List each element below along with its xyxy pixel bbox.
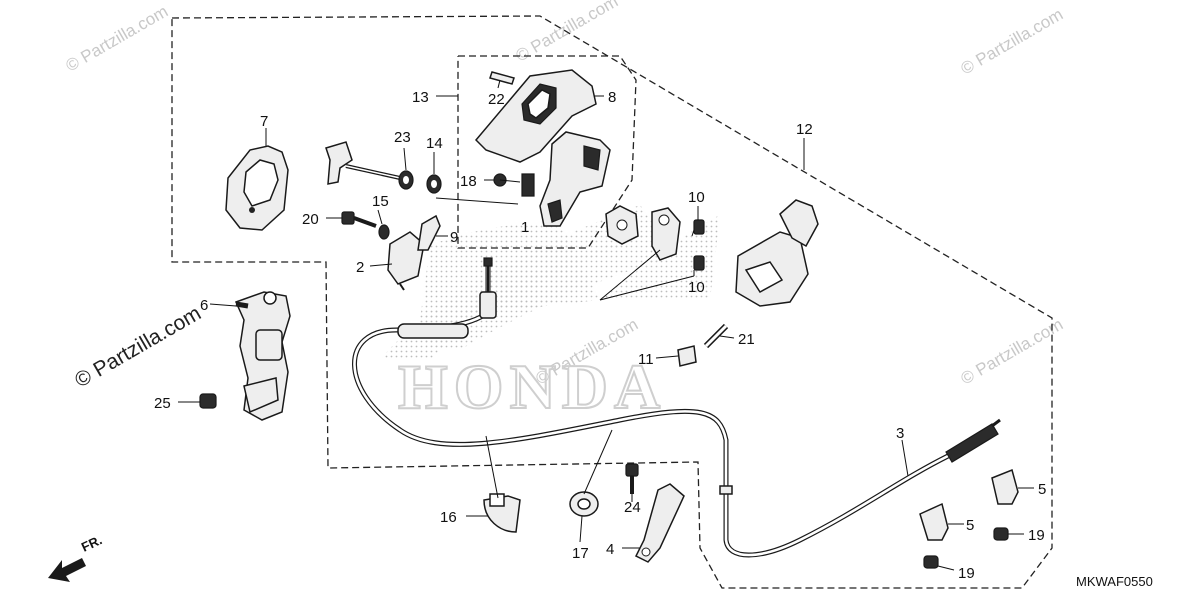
assembly-outline-12 xyxy=(171,15,1053,589)
part-11-clip xyxy=(677,345,697,367)
callout-12: 12 xyxy=(796,121,813,138)
part-1-body xyxy=(539,131,611,227)
part-3-cable xyxy=(352,257,1001,558)
front-label: FR. xyxy=(79,532,104,554)
callout-13: 13 xyxy=(412,89,429,106)
watermark-text: © Partzilla.com xyxy=(63,2,172,76)
assembly-outline-13 xyxy=(457,55,637,249)
front-arrow-icon xyxy=(48,558,86,582)
callout-11: 11 xyxy=(638,351,654,368)
callout-15: 15 xyxy=(372,193,389,210)
part-21-pin xyxy=(703,323,729,349)
watermark-text: © Partzilla.com xyxy=(958,315,1067,389)
honda-watermark-text: HONDA xyxy=(398,351,666,422)
part-17-clamp xyxy=(569,491,599,517)
part-25-bolt xyxy=(199,393,217,409)
callout-25: 25 xyxy=(154,395,171,412)
leader-lines xyxy=(178,79,1034,571)
callout-16: 16 xyxy=(440,509,457,526)
part-6-bracket xyxy=(234,291,291,421)
callout-5b: 5 xyxy=(966,517,974,534)
callout-14: 14 xyxy=(426,135,443,152)
part-9-lever xyxy=(417,214,441,251)
callout-19a: 19 xyxy=(1028,527,1045,544)
callout-8: 8 xyxy=(608,89,616,106)
part-12-latch xyxy=(735,199,819,307)
part-18-nut xyxy=(493,173,535,197)
part-15-washer xyxy=(378,224,390,240)
part-24-bolt xyxy=(625,463,639,494)
front-direction-indicator: FR. xyxy=(48,532,104,582)
part-5-holder xyxy=(919,468,1019,541)
diagram-code: MKWAF0550 xyxy=(1076,574,1153,589)
part-16-clamp xyxy=(483,493,521,533)
callout-18: 18 xyxy=(460,173,477,190)
callout-20: 20 xyxy=(302,211,319,228)
callout-19b: 19 xyxy=(958,565,975,582)
callout-17: 17 xyxy=(572,545,589,562)
part-19-bolt xyxy=(923,527,1009,569)
callout-10b: 10 xyxy=(688,279,705,296)
callout-22: 22 xyxy=(488,91,505,108)
callout-4: 4 xyxy=(606,541,614,558)
watermark-text: © Partzilla.com xyxy=(958,5,1067,79)
callout-3: 3 xyxy=(896,425,904,442)
part-20-bolt xyxy=(341,211,377,228)
part-7-cover xyxy=(225,145,289,231)
part-23-lever xyxy=(325,141,442,194)
callout-10a: 10 xyxy=(688,189,705,206)
callout-1: 1 xyxy=(521,219,529,236)
callout-21: 21 xyxy=(738,331,755,348)
watermark-partzilla-large: © Partzilla.com xyxy=(71,302,205,393)
part-10-spring xyxy=(693,219,705,271)
callout-5a: 5 xyxy=(1038,481,1046,498)
part-gear-left xyxy=(605,205,639,245)
callout-9: 9 xyxy=(450,229,458,246)
group-outlines xyxy=(171,15,1053,589)
part-2-switch xyxy=(387,231,425,291)
callout-7: 7 xyxy=(260,113,268,130)
part-22-pin xyxy=(489,71,515,85)
callout-labels: 1 2 3 4 5 5 6 7 8 9 10 10 11 12 13 14 15… xyxy=(154,89,1046,582)
callout-6: 6 xyxy=(200,297,208,314)
part-8-cover xyxy=(474,69,597,163)
part-gear-right xyxy=(651,207,681,261)
callout-23: 23 xyxy=(394,129,411,146)
callout-2: 2 xyxy=(356,259,364,276)
part-4-bracket xyxy=(634,483,685,563)
callout-24: 24 xyxy=(624,499,641,516)
